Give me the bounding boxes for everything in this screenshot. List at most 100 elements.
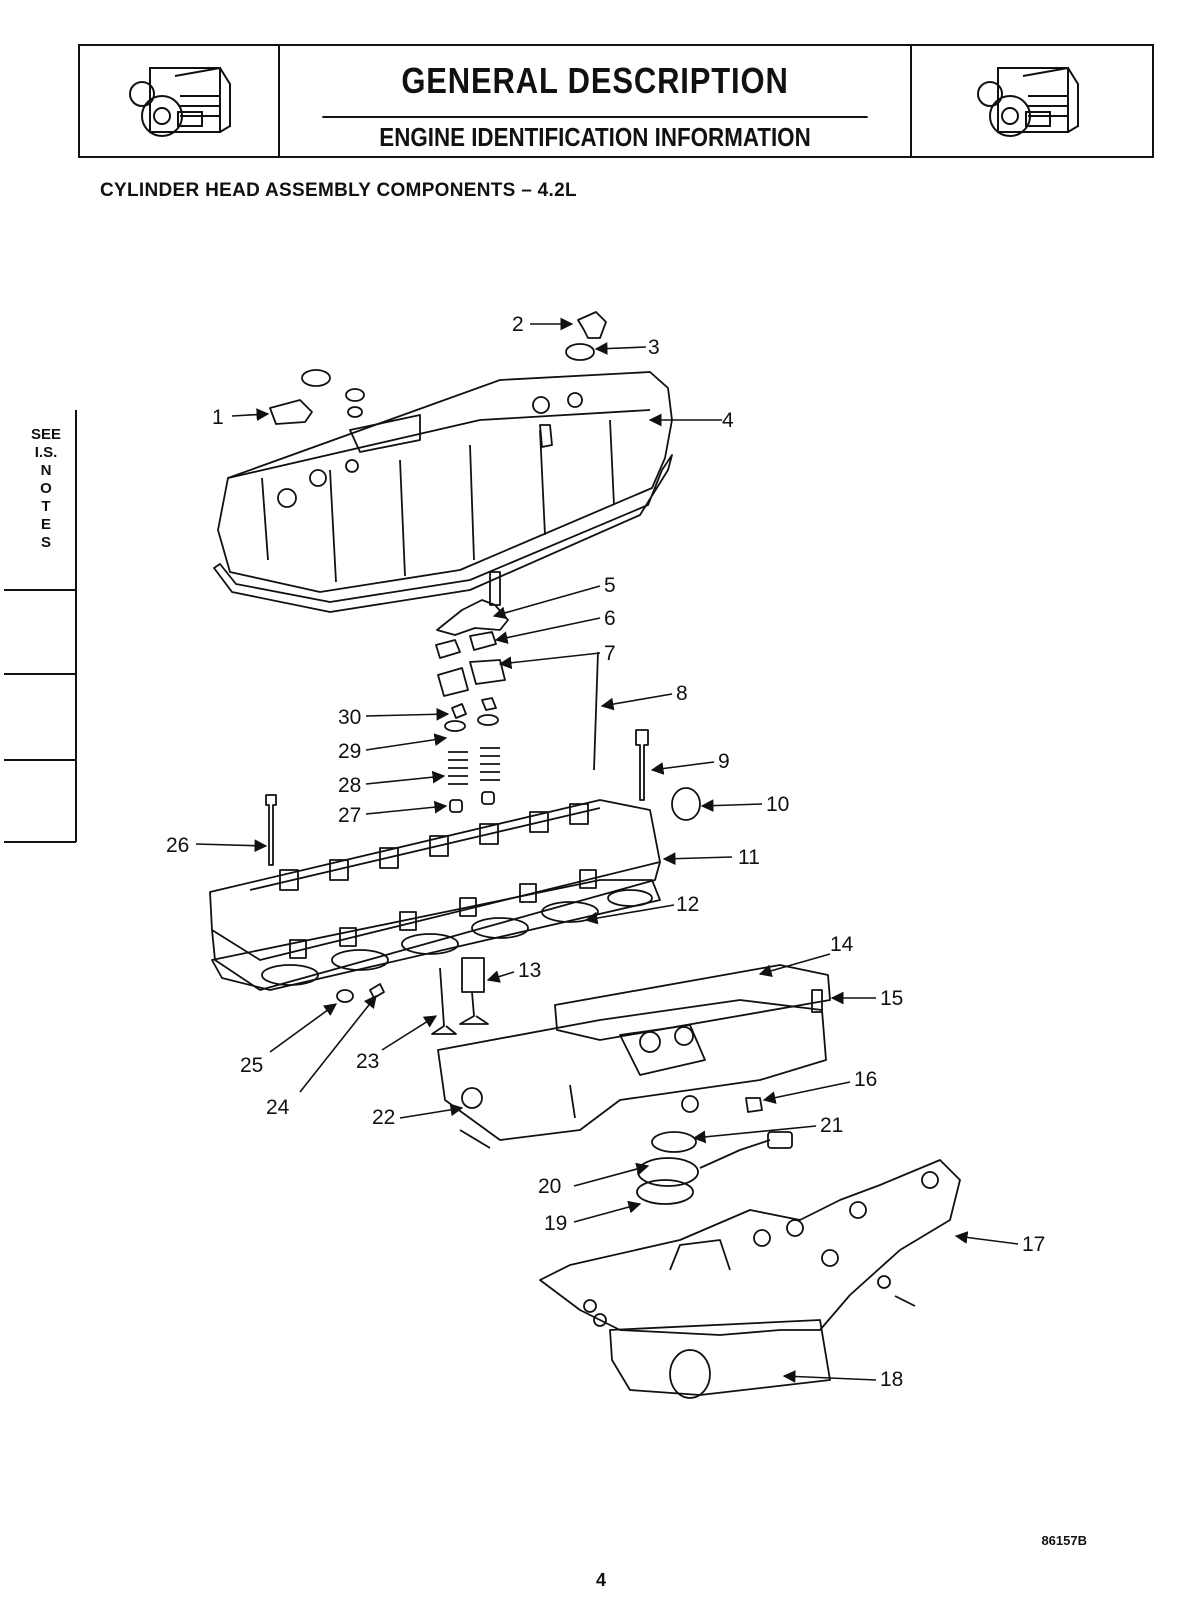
callout-18: 18	[880, 1368, 903, 1391]
header-title-box: GENERAL DESCRIPTION ENGINE IDENTIFICATIO…	[278, 46, 912, 156]
cylinder-head	[209, 799, 661, 991]
exhaust-bolt	[894, 1295, 916, 1307]
page-number: 4	[596, 1570, 607, 1590]
pivot	[435, 631, 497, 659]
side-tab-line: E	[40, 516, 51, 533]
callout-22: 22	[372, 1106, 395, 1129]
valve-retainer	[444, 720, 466, 732]
see-is-notes-tab: SEE I.S. N O T E S	[0, 410, 80, 846]
manifold-bolt	[459, 1129, 491, 1149]
callout-13: 13	[518, 959, 541, 982]
intake-valve	[459, 991, 489, 1025]
intake-manifold	[437, 999, 827, 1141]
engine-logo-left	[80, 46, 280, 156]
manifold-stud	[811, 989, 823, 1013]
side-tab-line: I.S.	[34, 444, 58, 461]
grommet	[301, 369, 331, 387]
grommet	[347, 406, 363, 418]
heat-riser-wire	[699, 1139, 771, 1169]
callout-8: 8	[676, 682, 688, 705]
callout-12: 12	[676, 893, 699, 916]
callout-27: 27	[338, 804, 361, 827]
callout-16: 16	[854, 1068, 877, 1091]
side-tab-text: SEE I.S. N O T E S	[24, 426, 68, 552]
head-bolt	[635, 729, 649, 801]
callout-21: 21	[820, 1114, 843, 1137]
stud	[265, 794, 277, 866]
heat-riser	[637, 1157, 699, 1187]
pcv-elbow	[577, 311, 607, 339]
intake-gasket	[554, 964, 831, 1041]
side-tab-line: S	[40, 534, 51, 551]
side-tab-line: T	[41, 498, 51, 515]
callout-6: 6	[604, 607, 616, 630]
exhaust-nut	[583, 1299, 597, 1313]
side-tab-line: O	[40, 480, 52, 497]
callout-11: 11	[738, 846, 760, 869]
heat-riser-gasket	[636, 1179, 694, 1205]
callout-5: 5	[604, 574, 616, 597]
valve-seal	[481, 791, 495, 805]
connector	[767, 1131, 793, 1149]
oil-filler-cap	[269, 399, 313, 425]
bridge-and-pivot	[436, 599, 509, 636]
engine-logo-right	[910, 46, 1152, 156]
callout-20: 20	[538, 1175, 561, 1198]
header-subtitle: ENGINE IDENTIFICATION INFORMATION	[379, 122, 811, 152]
callout-2: 2	[512, 313, 524, 336]
exhaust-valve	[431, 967, 457, 1035]
callout-29: 29	[338, 740, 361, 763]
valve-retainer	[477, 714, 499, 726]
manifold-nut	[745, 1097, 763, 1113]
cup-plug	[671, 787, 701, 821]
pcv-grommet	[565, 343, 595, 361]
exhaust-nut	[593, 1313, 607, 1327]
page-header: GENERAL DESCRIPTION ENGINE IDENTIFICATIO…	[78, 44, 1154, 158]
bore	[401, 933, 459, 955]
callout-1: 1	[212, 406, 224, 429]
valve-seal	[449, 799, 463, 813]
callout-26: 26	[166, 834, 189, 857]
valve-stem-washer	[336, 989, 354, 1003]
exhaust-manifold	[539, 1159, 961, 1336]
head-gasket	[211, 879, 661, 991]
valve-spring	[448, 747, 500, 785]
side-tab-line: N	[40, 462, 52, 479]
grommet	[345, 388, 365, 402]
rocker-bolt	[489, 571, 501, 606]
pushrod	[593, 651, 599, 771]
hydraulic-lifter	[461, 957, 485, 993]
valve-cover-gasket	[213, 454, 673, 613]
callout-25: 25	[240, 1054, 263, 1077]
callout-4: 4	[722, 409, 734, 432]
figure-code: 86157B	[1041, 1533, 1087, 1548]
callout-30: 30	[338, 706, 361, 729]
heat-shield	[651, 1131, 697, 1153]
callout-19: 19	[544, 1212, 567, 1235]
callout-10: 10	[766, 793, 789, 816]
bore	[261, 964, 319, 986]
callout-3: 3	[648, 336, 660, 359]
valve-key	[369, 983, 385, 999]
bore	[607, 889, 653, 907]
callout-15: 15	[880, 987, 903, 1010]
callout-14: 14	[830, 933, 854, 956]
exhaust-nut	[877, 1275, 891, 1289]
callout-24: 24	[266, 1096, 290, 1119]
valve-cover	[217, 371, 673, 593]
exhaust-outlet	[669, 1349, 711, 1399]
callout-9: 9	[718, 750, 730, 773]
callout-23: 23	[356, 1050, 379, 1073]
section-title: CYLINDER HEAD ASSEMBLY COMPONENTS – 4.2L	[100, 180, 577, 201]
callout-labels: 1 2 3 4 5 6 7 8 9 10 11 12 13 14 15 16 1…	[166, 313, 1045, 1391]
callout-17: 17	[1022, 1233, 1045, 1256]
callout-28: 28	[338, 774, 361, 797]
rocker-arm	[437, 659, 506, 697]
header-title: GENERAL DESCRIPTION	[322, 46, 868, 118]
leader-lines	[195, 317, 1019, 1383]
side-tab-line: SEE	[30, 426, 61, 443]
callout-7: 7	[604, 642, 616, 665]
valve-locks	[451, 697, 497, 719]
bore	[331, 949, 389, 971]
